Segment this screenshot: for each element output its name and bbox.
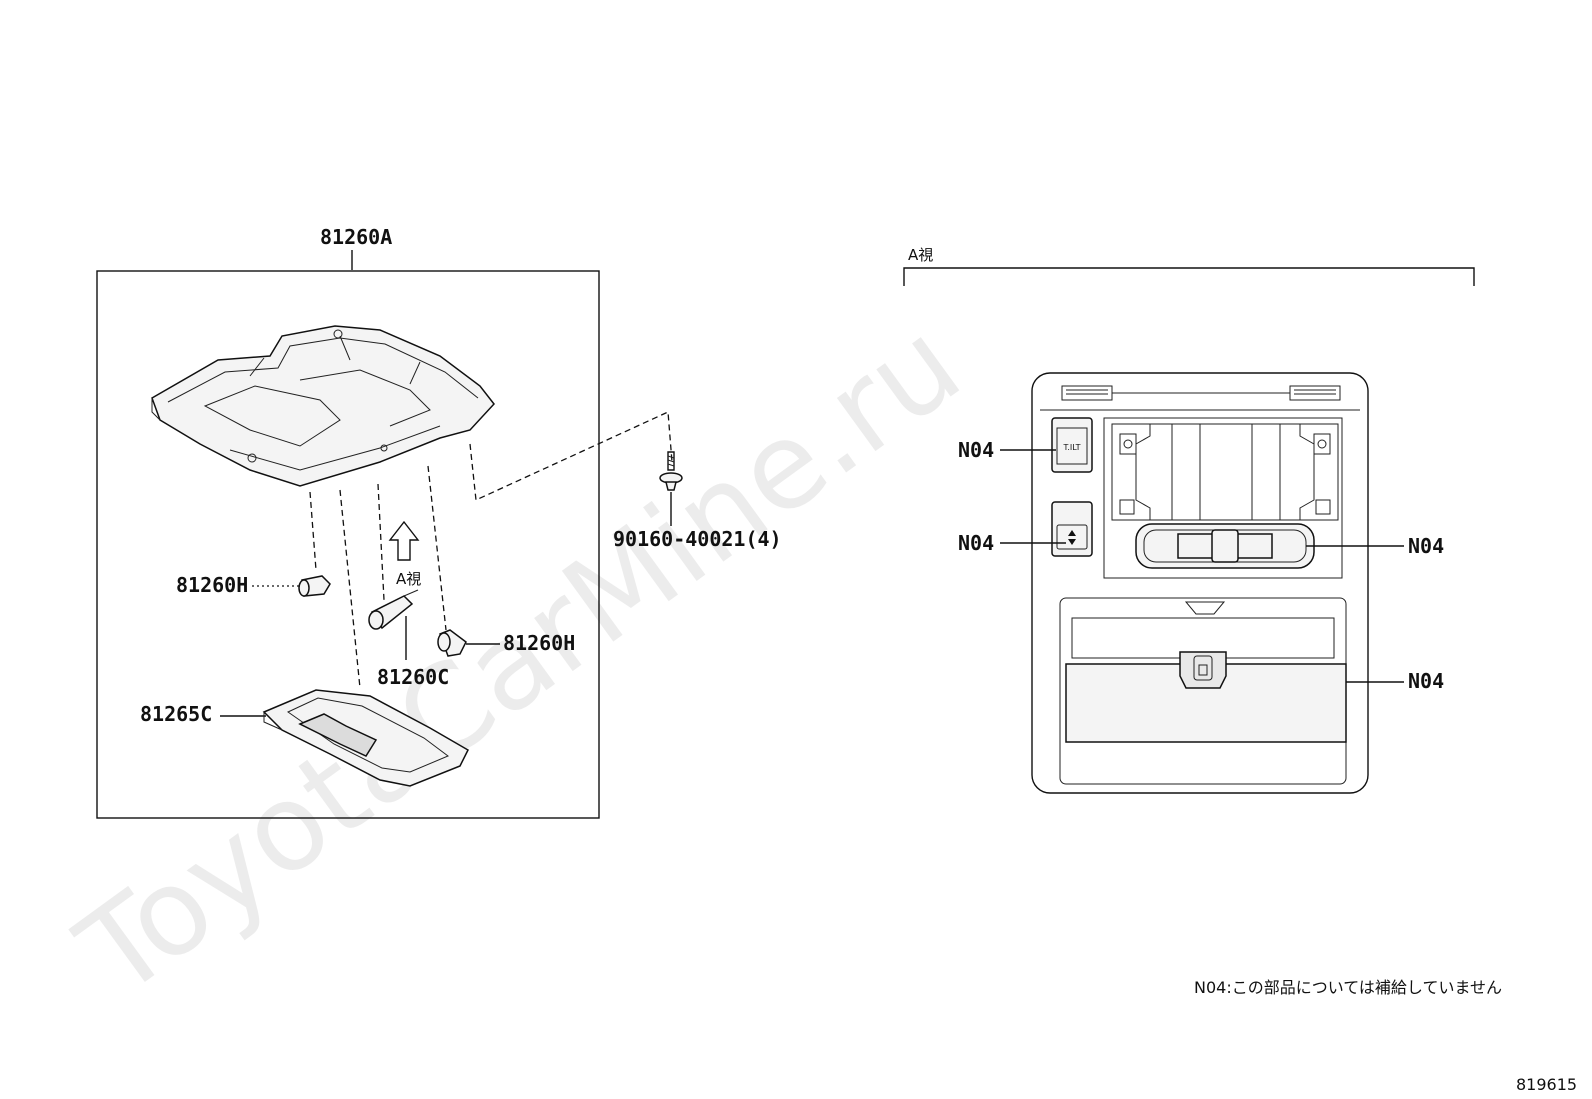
- tilt-switch: [1051, 417, 1093, 473]
- callout-81260h-left[interactable]: 81260H: [176, 573, 248, 597]
- console-outline: [1031, 372, 1369, 794]
- callout-n04-holder[interactable]: N04: [1408, 669, 1444, 693]
- screw-drawing: [659, 451, 683, 491]
- callout-n04-updown[interactable]: N04: [958, 531, 994, 555]
- bulb-center-drawing: [368, 589, 419, 630]
- sunglass-holder-door: [1065, 663, 1347, 743]
- callout-90160-40021[interactable]: 90160-40021(4): [613, 527, 782, 551]
- callout-81260a[interactable]: 81260A: [320, 225, 392, 249]
- callout-81265c[interactable]: 81265C: [140, 702, 212, 726]
- view-a-title: A視: [908, 246, 933, 264]
- housing-drawing: [151, 325, 495, 487]
- bulb-left-drawing: [298, 575, 331, 597]
- callout-n04-switch[interactable]: N04: [958, 438, 994, 462]
- lens-drawing: [262, 689, 469, 787]
- updown-switch: [1051, 501, 1093, 557]
- assembly-panel: 81260A A視 81260H: [96, 225, 673, 819]
- callout-n04-lens[interactable]: N04: [1408, 534, 1444, 558]
- view-a-panel: A視 T.ILT: [903, 246, 1475, 794]
- bulb-right-drawing: [437, 629, 467, 657]
- callout-81260c[interactable]: 81260C: [377, 665, 449, 689]
- assembly-frame: [96, 270, 600, 819]
- tilt-switch-label: T.ILT: [1062, 443, 1080, 452]
- footnote: N04:この部品については補給していません: [1194, 978, 1502, 997]
- diagram-code: 819615: [1516, 1075, 1577, 1094]
- callout-81260h-right[interactable]: 81260H: [503, 631, 575, 655]
- view-a-bracket: [903, 267, 1475, 286]
- view-arrow-label: A視: [396, 570, 421, 588]
